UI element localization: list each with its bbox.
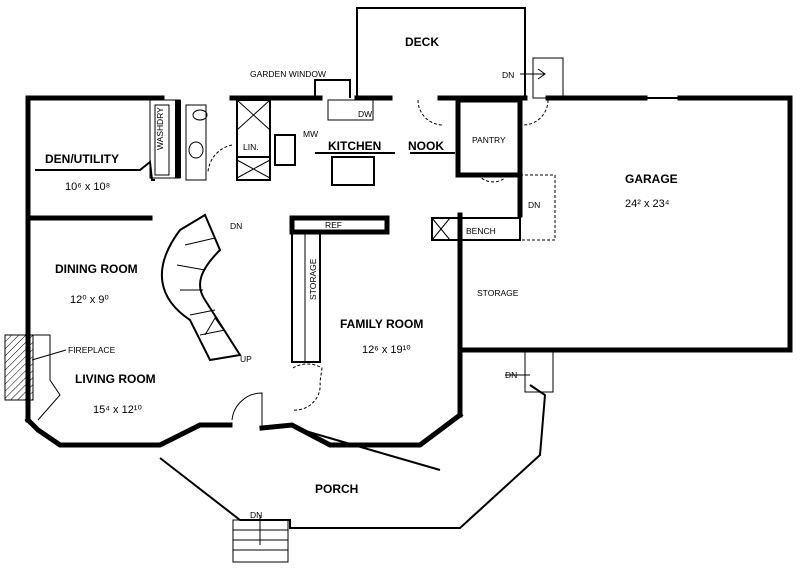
room-size-dining-room: 12⁰ x 9⁰ <box>70 294 109 306</box>
exterior-walls <box>24 79 793 448</box>
deck <box>356 7 564 99</box>
garage-stairs-down-label: DN <box>528 200 540 210</box>
dryer-label: DRY <box>155 107 165 125</box>
room-size-living-room: 15⁴ x 12¹⁰ <box>93 404 142 416</box>
garden-window-label: GARDEN WINDOW <box>250 69 326 79</box>
room-label-garage: GARAGE <box>625 172 678 186</box>
porch-stairs-down-label: DN <box>250 510 262 520</box>
room-label-dining-room: DINING ROOM <box>55 262 138 276</box>
room-size-family-room: 12⁶ x 19¹⁰ <box>362 344 411 356</box>
room-label-family-room: FAMILY ROOM <box>340 317 423 331</box>
room-label-deck: DECK <box>405 35 439 49</box>
microwave-label: MW <box>303 129 318 139</box>
room-label-porch: PORCH <box>315 482 358 496</box>
washer-label: WASH <box>155 125 165 150</box>
room-label-pantry: PANTRY <box>472 135 506 145</box>
main-stairs-up-label: UP <box>240 354 252 364</box>
porch <box>159 351 554 563</box>
linen-label: LIN. <box>243 142 259 152</box>
dishwasher-label: DW <box>358 109 372 119</box>
fireplace-label: FIREPLACE <box>68 345 116 355</box>
room-label-nook: NOOK <box>408 139 444 153</box>
bench-label: BENCH <box>466 226 496 236</box>
side-stairs-down-label: DN <box>505 370 517 380</box>
refrigerator-label: REF <box>325 220 342 230</box>
room-size-garage: 24² x 23⁴ <box>625 198 670 210</box>
interior-walls <box>4 97 556 428</box>
room-label-living-room: LIVING ROOM <box>75 372 156 386</box>
room-label-storage-hall: STORAGE <box>308 258 318 300</box>
room-label-den-utility: DEN/UTILITY <box>45 152 119 166</box>
room-label-kitchen: KITCHEN <box>328 139 381 153</box>
main-stairs-down-label: DN <box>230 221 242 231</box>
deck-stairs-down-label: DN <box>502 70 514 80</box>
room-label-storage-garage: STORAGE <box>477 288 519 298</box>
room-size-den-utility: 10⁶ x 10⁸ <box>65 181 110 193</box>
